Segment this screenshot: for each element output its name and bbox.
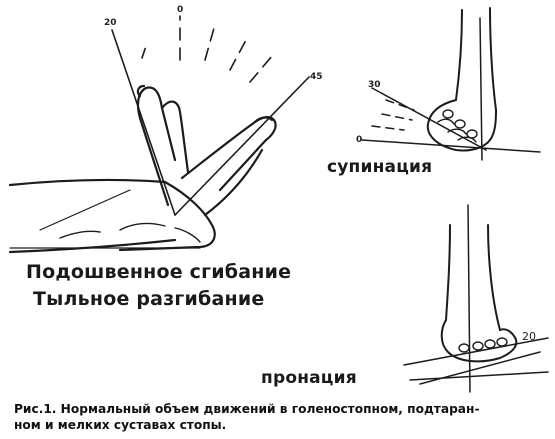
pronation-label: пронация [261, 368, 357, 388]
pronation-illustration [440, 224, 518, 363]
pronation-angle-rays [403, 204, 549, 393]
angle-mark-0-supination: 0 [356, 135, 363, 145]
caption-line-1: Рис.1. Нормальный объем движений в голен… [14, 402, 480, 416]
supination-angle-rays [361, 17, 541, 161]
angle-mark-0-left: 0 [177, 5, 184, 15]
plantar-flexion-label: Подошвенное сгибание [26, 261, 292, 283]
supination-illustration [426, 7, 497, 152]
caption-line-2: ном и мелких суставах стопы. [14, 418, 227, 432]
dorsiflexion-label: Тыльное разгибание [33, 288, 265, 310]
angle-mark-45-left: 45 [310, 72, 323, 82]
supination-label: супинация [327, 157, 433, 177]
left-angle-rays [39, 15, 310, 231]
angle-mark-20-pronation: 20 [522, 330, 536, 343]
angle-mark-30-supination: 30 [368, 80, 381, 90]
left-foot-illustration [8, 84, 277, 254]
angle-mark-20-left: 20 [104, 18, 117, 28]
figure-caption: Рис.1. Нормальный объем движений в голен… [14, 401, 544, 433]
